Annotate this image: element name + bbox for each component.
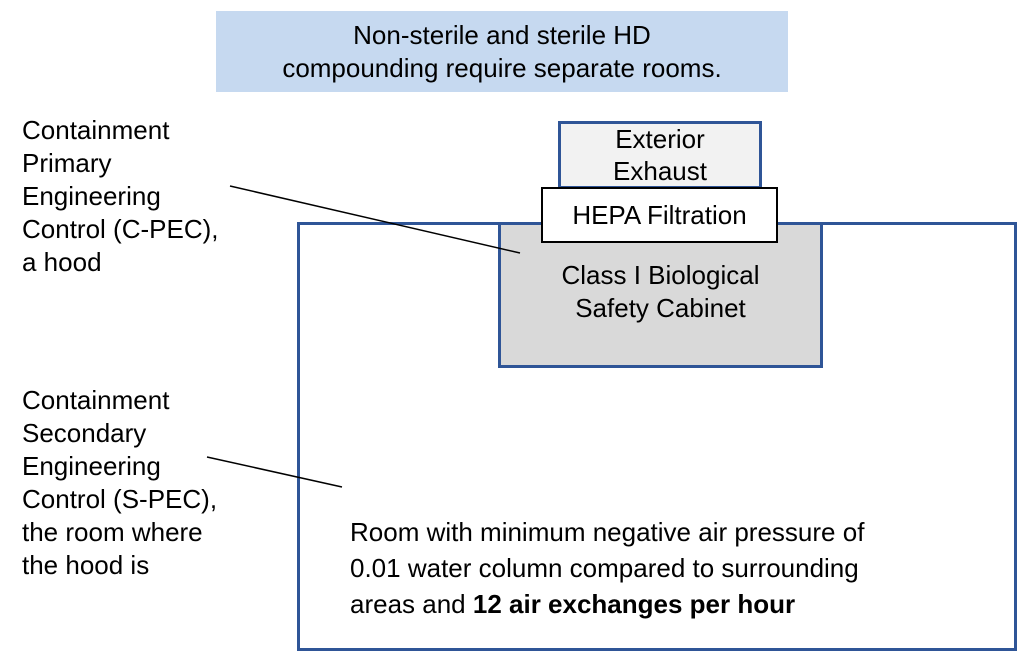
cpec-label-line-2: Primary	[22, 148, 112, 178]
cpec-label-line-3: Engineering	[22, 181, 161, 211]
cabinet-line-1: Class I Biological	[561, 260, 760, 290]
spec-label-line-1: Containment	[22, 385, 170, 415]
cpec-label-line-1: Containment	[22, 115, 170, 145]
room-line-3: areas and 12 air exchanges per hour	[350, 586, 1000, 622]
room-description: Room with minimum negative air pressure …	[350, 514, 1000, 622]
cpec-label-line-4: Control (C-PEC),	[22, 214, 219, 244]
spec-label-line-3: Engineering	[22, 451, 161, 481]
spec-label-line-6: the hood is	[22, 550, 150, 580]
air-exchanges-emphasis: 12 air exchanges per hour	[472, 589, 796, 619]
spec-label-line-4: Control (S-PEC),	[22, 484, 218, 514]
spec-label: Containment Secondary Engineering Contro…	[22, 384, 217, 582]
spec-label-line-5: the room where	[22, 517, 203, 547]
hepa-label: HEPA Filtration	[572, 199, 747, 230]
hepa-filtration-box: HEPA Filtration	[541, 187, 778, 243]
room-line-3-plain: areas and	[350, 589, 473, 619]
banner-line-1: Non-sterile and sterile HD	[353, 19, 651, 50]
room-line-1: Room with minimum negative air pressure …	[350, 517, 865, 547]
exhaust-line-1: Exterior	[615, 124, 705, 154]
separate-rooms-banner: Non-sterile and sterile HD compounding r…	[216, 11, 788, 92]
exhaust-line-2: Exhaust	[613, 156, 707, 186]
cpec-connector-line	[229, 185, 521, 254]
cpec-label-line-5: a hood	[22, 247, 102, 277]
spec-label-line-2: Secondary	[22, 418, 147, 448]
cabinet-line-2: Safety Cabinet	[575, 293, 746, 323]
banner-line-2: compounding require separate rooms.	[282, 52, 722, 83]
spec-connector-line	[206, 456, 343, 488]
cpec-label: Containment Primary Engineering Control …	[22, 114, 218, 279]
room-line-2: 0.01 water column compared to surroundin…	[350, 553, 859, 583]
